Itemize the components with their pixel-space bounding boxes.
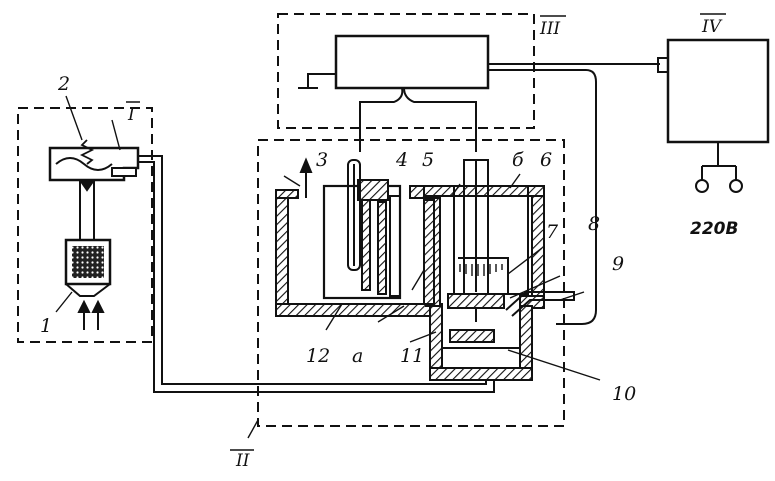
part-label-7: 7 (546, 221, 559, 243)
power-connector (657, 57, 669, 73)
part-label-8: 8 (588, 213, 600, 235)
regulator-valve (78, 179, 96, 192)
power-supply-unit (666, 38, 770, 144)
part-label-3: 3 (316, 149, 328, 171)
part-label-10: 10 (612, 383, 636, 405)
part-label-5: 5 (422, 149, 434, 171)
part-label-12: 12 (306, 345, 330, 367)
stirrer (447, 293, 505, 309)
supply-voltage-label: 220В (690, 219, 738, 239)
part-label-1: 1 (40, 315, 52, 337)
mains-plug (701, 142, 737, 180)
measuring-chamber (453, 185, 529, 295)
electrode-bulb (458, 257, 509, 295)
inlet-arrow (77, 299, 91, 313)
block-label-1: I (127, 105, 135, 125)
electrode-five (389, 195, 401, 297)
part-label-11: 11 (400, 345, 424, 367)
block-label-4: IV (701, 17, 723, 37)
part-label-b: б (512, 149, 524, 171)
filter-body (64, 238, 112, 286)
regulator-port (111, 167, 137, 177)
part-label-4: 4 (395, 149, 408, 171)
electrode-cell-wall-r (377, 201, 387, 295)
block-1-boundary (17, 107, 153, 343)
bulb-fringe (459, 264, 503, 276)
block-2-boundary (257, 139, 565, 427)
electrode-cell-wall-l (361, 193, 371, 291)
partition-wall (423, 199, 435, 305)
measuring-unit (334, 34, 490, 90)
reference-electrode (347, 159, 361, 271)
regulator-spring (79, 139, 95, 165)
ground-symbol (298, 73, 336, 89)
part-label-9: 9 (612, 253, 624, 275)
inlet-arrow-2 (91, 299, 105, 313)
filter-mesh (72, 246, 104, 278)
filter-inlet (65, 283, 111, 297)
electrode-cap (357, 179, 389, 201)
outlet-arrow (299, 157, 313, 173)
part-label-a: a (352, 345, 363, 367)
block-label-3: III (539, 19, 560, 39)
regulator-diaphragm (55, 157, 113, 171)
magnetic-drive (449, 329, 495, 343)
part-label-2: 2 (57, 73, 70, 95)
part-label-6: 6 (540, 149, 552, 171)
signal-cable (359, 87, 404, 152)
block-label-2: II (235, 451, 250, 471)
